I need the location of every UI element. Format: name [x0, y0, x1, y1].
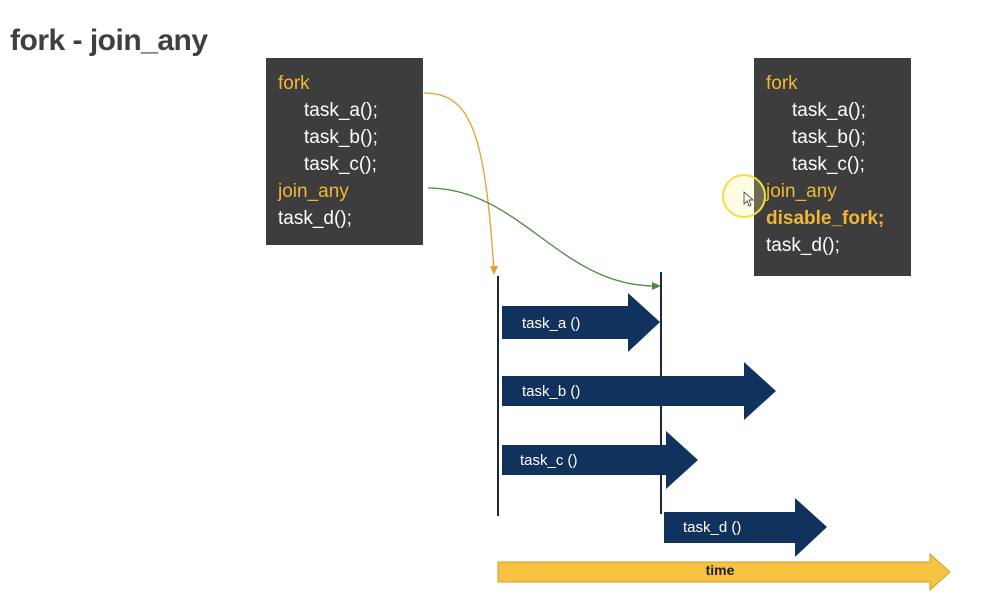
code-task-d: task_d();	[766, 235, 840, 256]
task-b-label: task_b ()	[522, 383, 581, 400]
task-c-arrow	[502, 431, 698, 489]
fork-connector-arrowhead	[490, 266, 498, 275]
code-task-a: task_a();	[304, 100, 378, 121]
code-join-any: join_any	[766, 181, 837, 202]
join-connector-arrow	[427, 187, 656, 287]
code-join-any: join_any	[278, 181, 349, 202]
code-disable-fork: disable_fork;	[766, 208, 885, 229]
page-title: fork - join_any	[10, 24, 208, 57]
task-a-arrow	[502, 293, 660, 352]
mouse-cursor-icon	[743, 191, 755, 207]
task-d-label: task_d ()	[683, 519, 742, 536]
code-task-b: task_b();	[304, 127, 378, 148]
code-task-a: task_a();	[792, 100, 866, 121]
time-label: time	[705, 562, 735, 578]
time-arrow	[497, 552, 951, 592]
task-c-label: task_c ()	[520, 452, 578, 469]
code-task-c: task_c();	[792, 154, 865, 175]
task-a-label: task_a ()	[522, 315, 581, 332]
task-d-arrow	[664, 498, 827, 557]
code-block-left: fork task_a(); task_b(); task_c(); join_…	[266, 58, 423, 245]
code-fork: fork	[766, 73, 798, 94]
code-task-c: task_c();	[304, 154, 377, 175]
join-connector-arrowhead	[652, 282, 661, 290]
task-b-arrow	[502, 362, 776, 420]
code-task-b: task_b();	[792, 127, 866, 148]
code-fork: fork	[278, 73, 310, 94]
fork-connector-arrow	[423, 92, 495, 273]
code-block-right: fork task_a(); task_b(); task_c(); join_…	[754, 58, 911, 276]
code-task-d: task_d();	[278, 208, 352, 229]
